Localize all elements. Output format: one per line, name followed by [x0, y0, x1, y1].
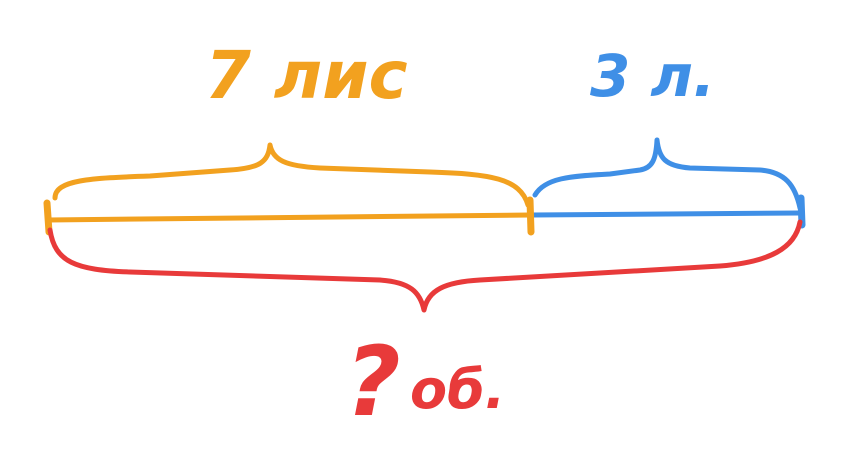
total-brace: [47, 219, 803, 313]
total-question-mark: ?: [345, 326, 401, 438]
right-segment: [529, 210, 803, 218]
left-segment: [45, 212, 533, 223]
right-brace: [532, 137, 803, 211]
right-part-label: 3 л.: [590, 42, 715, 110]
middle-tick: [526, 196, 535, 236]
total-unit-label: об.: [410, 358, 505, 421]
left-part-label: 7 лис: [205, 37, 408, 114]
left-brace: [52, 142, 531, 208]
left-tick: [43, 199, 53, 236]
